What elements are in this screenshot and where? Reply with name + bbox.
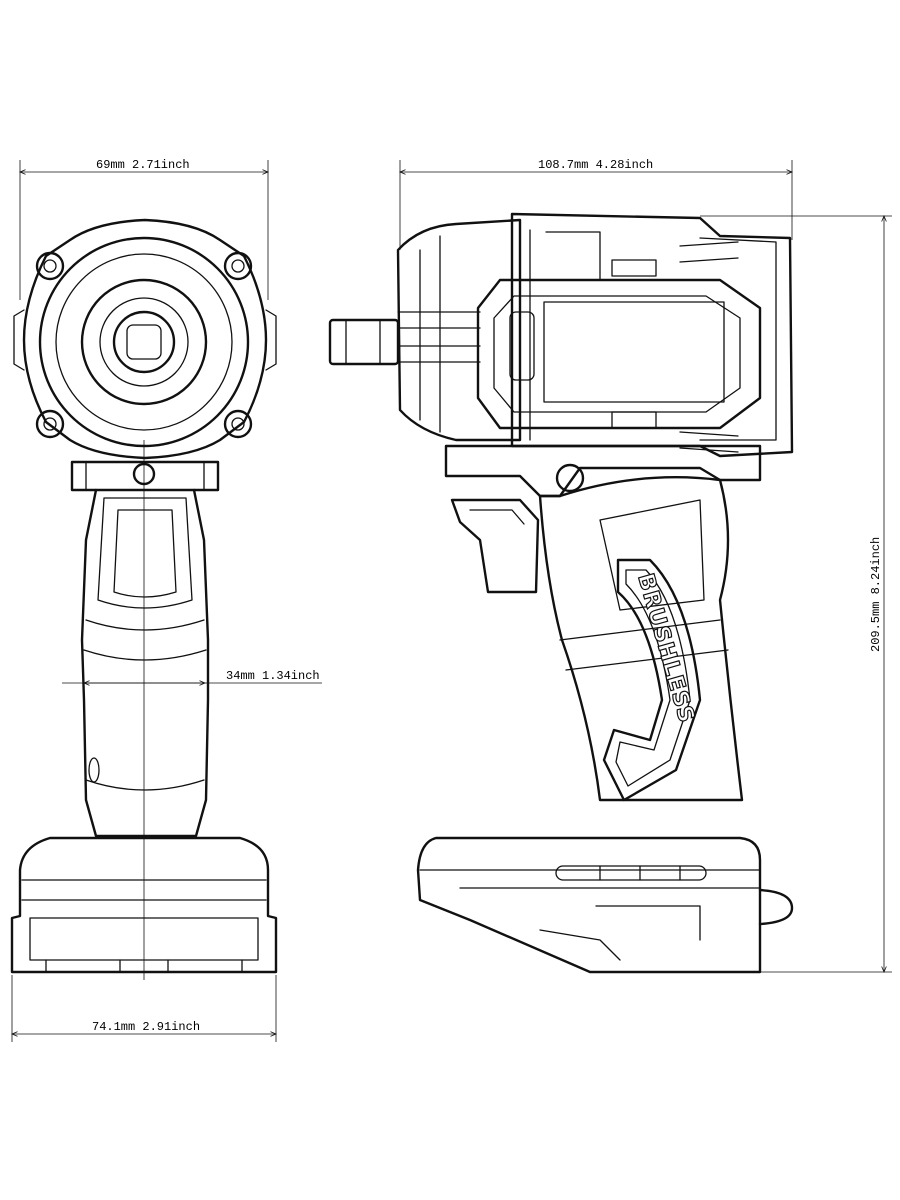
battery-pack — [416, 836, 794, 974]
front-view — [10, 218, 278, 980]
dimension-label-handle: 34mm 1.34inch — [226, 669, 320, 683]
dimension-handle: 34mm 1.34inch — [62, 669, 322, 683]
dimension-side-top: 108.7mm 4.28inch — [400, 158, 792, 250]
dimension-label-side-height: 209.5mm 8.24inch — [869, 537, 883, 652]
dimension-front-base: 74.1mm 2.91inch — [12, 975, 276, 1042]
screw-icon — [35, 251, 65, 281]
dimension-front-top: 69mm 2.71inch — [20, 158, 268, 300]
side-view: BRUSHLESS — [328, 212, 794, 974]
anvil-face — [38, 236, 250, 448]
label-panel — [476, 278, 762, 430]
battery-latch — [758, 888, 794, 926]
dimension-side-height: 209.5mm 8.24inch — [700, 216, 892, 972]
screw-icon — [223, 409, 253, 439]
dimension-label-side-top: 108.7mm 4.28inch — [538, 158, 653, 172]
square-drive — [328, 318, 400, 366]
screw-icon — [35, 409, 65, 439]
dimension-label-front-top: 69mm 2.71inch — [96, 158, 190, 172]
dimension-label-front-base: 74.1mm 2.91inch — [92, 1020, 200, 1034]
pivot-icon — [555, 463, 585, 493]
brand-text: BRUSHLESS — [632, 571, 699, 726]
brushless-badge: BRUSHLESS — [602, 558, 702, 802]
screw-icon — [223, 251, 253, 281]
trigger — [450, 498, 540, 594]
